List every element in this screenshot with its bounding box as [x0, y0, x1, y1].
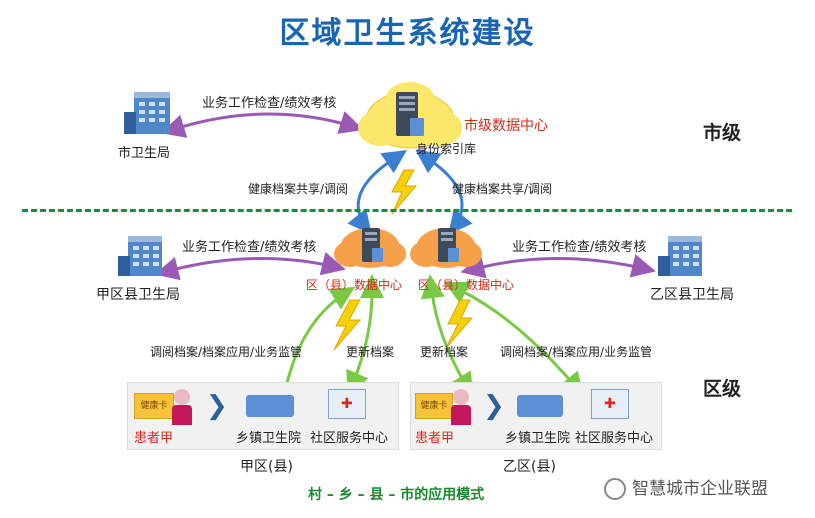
- level-divider: [22, 209, 792, 212]
- lightning-city-icon: [391, 169, 418, 215]
- patient-body-icon: [172, 405, 192, 425]
- township-label: 乡镇卫生院: [236, 431, 302, 446]
- district-b-update-label: 更新档案: [420, 345, 469, 359]
- district-b-bureau-link-label: 业务工作检查/绩效考核: [512, 240, 647, 255]
- city-index-label: 身份索引库: [416, 142, 477, 156]
- district-a-cloud-icon: [334, 228, 406, 268]
- township-label: 乡镇卫生院: [505, 431, 571, 446]
- district-a-facilities-panel: 健康卡 ❯ ✚ 患者甲 乡镇卫生院 社区服务中心: [127, 382, 399, 450]
- district-b-bureau-label: 乙区县卫生局: [650, 287, 734, 303]
- city-data-center-label: 市级数据中心: [464, 118, 548, 134]
- city-bureau-building-icon: [124, 92, 170, 134]
- patient-icon: [453, 389, 469, 405]
- township-hospital-icon: [517, 395, 563, 417]
- arrow-share-right: [415, 149, 473, 235]
- patient-label: 患者甲: [415, 431, 455, 446]
- wechat-icon: [604, 478, 626, 500]
- arrow-b-consult: [443, 281, 584, 397]
- chevron-right-icon: ❯: [483, 391, 505, 421]
- community-center-icon: ✚: [328, 389, 366, 419]
- township-hospital-icon: [246, 395, 294, 417]
- arrow-district-a-bureau: [154, 251, 346, 281]
- health-card-icon: 健康卡: [134, 393, 174, 419]
- district-a-bureau-label: 甲区县卫生局: [96, 287, 180, 303]
- arrow-district-b-bureau: [460, 254, 656, 279]
- patient-label: 患者甲: [134, 431, 174, 446]
- city-bureau-label: 市卫生局: [118, 146, 171, 161]
- arrow-share-left: [347, 149, 407, 235]
- level-district-label: 区级: [703, 378, 742, 400]
- community-label: 社区服务中心: [310, 431, 389, 446]
- arrow-a-update: [346, 274, 384, 396]
- lightning-b-icon: [445, 299, 474, 349]
- arrow-a-consult: [274, 286, 356, 410]
- arrow-city-bureau: [160, 111, 364, 138]
- city-cloud-icon: [358, 82, 462, 149]
- level-city-label: 市级: [703, 122, 742, 144]
- health-card-icon: 健康卡: [415, 393, 453, 419]
- lightning-a-icon: [333, 299, 362, 351]
- watermark: 智慧城市企业联盟: [604, 474, 768, 500]
- district-a-update-label: 更新档案: [346, 345, 395, 359]
- district-a-consult-label: 调阅档案/档案应用/业务监管: [150, 345, 303, 359]
- district-a-bureau-link-label: 业务工作检查/绩效考核: [182, 240, 317, 255]
- page-title: 区域卫生系统建设: [279, 16, 536, 51]
- patient-icon: [174, 389, 190, 405]
- district-b-data-center-label: 区（县）数据中心: [418, 278, 515, 292]
- community-center-icon: ✚: [591, 389, 629, 419]
- city-bureau-link-label: 业务工作检查/绩效考核: [202, 96, 337, 111]
- share-left-label: 健康档案共享/调阅: [248, 182, 349, 196]
- district-a-bureau-building-icon: [118, 236, 162, 276]
- district-a-name: 甲区(县): [240, 459, 293, 475]
- district-b-cloud-icon: [410, 228, 482, 268]
- district-b-bureau-building-icon: [658, 236, 702, 276]
- application-mode-caption: 村 – 乡 – 县 – 市的应用模式: [308, 487, 485, 503]
- district-b-facilities-panel: 健康卡 ❯ ✚ 患者甲 乡镇卫生院 社区服务中心: [410, 382, 662, 450]
- chevron-right-icon: ❯: [206, 391, 228, 421]
- district-b-consult-label: 调阅档案/档案应用/业务监管: [500, 345, 653, 359]
- share-right-label: 健康档案共享/调阅: [452, 182, 553, 196]
- patient-body-icon: [451, 405, 471, 425]
- watermark-text: 智慧城市企业联盟: [632, 479, 768, 499]
- district-b-name: 乙区(县): [503, 459, 556, 475]
- district-a-data-center-label: 区（县）数据中心: [306, 278, 403, 292]
- community-label: 社区服务中心: [575, 431, 654, 446]
